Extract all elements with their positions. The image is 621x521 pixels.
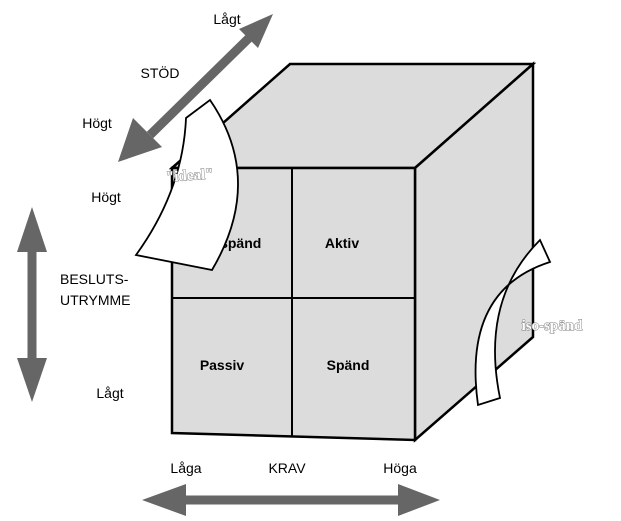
iso-spand-label: iso-spänd (522, 318, 584, 334)
decision-latitude-arrow (17, 207, 47, 402)
decision-title-line1: BESLUTS- (60, 271, 129, 287)
cell-label-aktiv: Aktiv (325, 235, 359, 251)
demand-low-label: Låga (170, 460, 201, 476)
cell-label-passiv: Passiv (200, 357, 245, 373)
support-arrow (118, 14, 273, 162)
demand-high-label: Höga (383, 460, 417, 476)
decision-low-label: Lågt (96, 385, 123, 401)
ideal-curved-band (134, 98, 239, 272)
support-low-label: Lågt (213, 11, 240, 27)
demand-title: KRAV (268, 460, 306, 476)
cube-front-face (170, 166, 417, 442)
support-high-label: Högt (82, 115, 112, 131)
decision-title-line2: UTRYMME (60, 292, 131, 308)
ideal-label: "ideal" (165, 166, 214, 185)
cell-label-spand: Spänd (327, 357, 370, 373)
demand-arrow (142, 484, 440, 516)
iso-spand-curved-band (474, 238, 552, 407)
support-title: STÖD (141, 64, 180, 81)
decision-high-label: Högt (91, 189, 121, 205)
